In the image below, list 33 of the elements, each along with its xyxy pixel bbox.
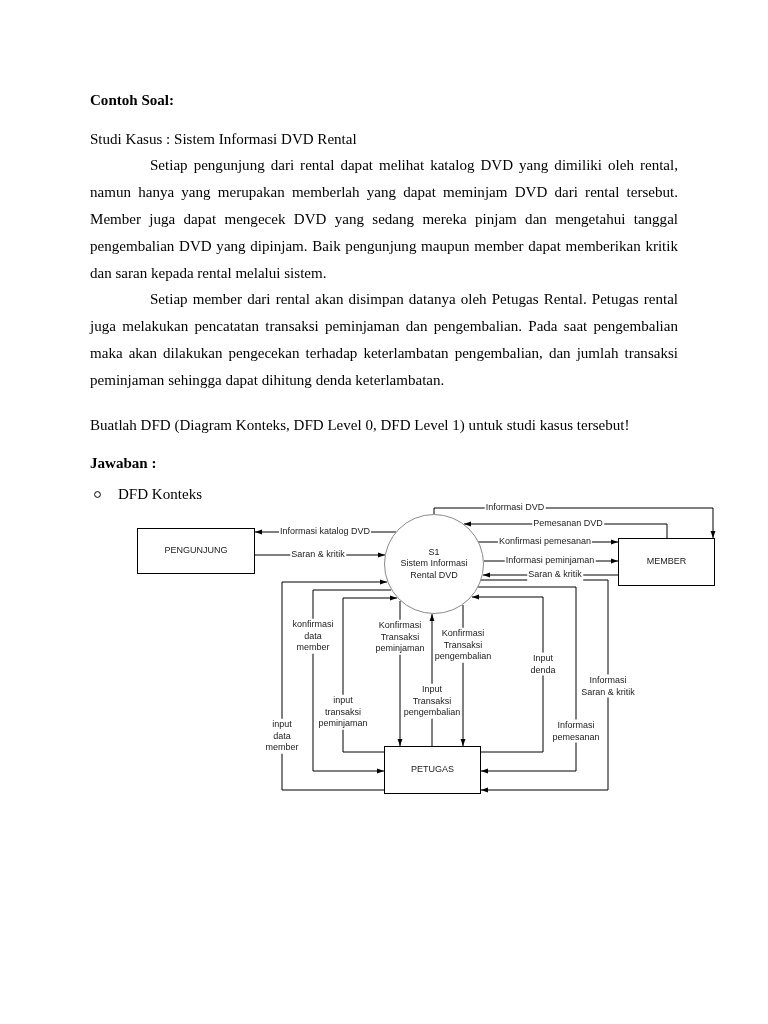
process-circle <box>384 514 484 614</box>
paragraph: Setiap pengunjung dari rental dapat melihat katalog DVD yang dimiliki oleh rental, namun hanya yang merupakan memberlah yang dapat meminjam DVD dari rental tersebut. Member juga dapat mengecek DVD yang sedang mereka pinjam dan mengetahui tanggal pengembalian DVD yang dipinjam. Baik pengunjung maupun member dapat memberikan kritik dan saran kepada rental melalui sistem. <box>90 156 678 283</box>
entity-box <box>137 528 255 574</box>
list-item-text: DFD Konteks <box>118 485 202 503</box>
instruction-text: Buatlah DFD (Diagram Konteks, DFD Level 0, DFD Level 1) untuk studi kasus tersebut! <box>90 416 630 434</box>
edge-label: input data member <box>264 718 300 754</box>
entity-box <box>618 538 715 586</box>
section-heading: Jawaban : <box>90 454 157 472</box>
arrow <box>281 579 388 791</box>
edge-label: Input denda <box>529 652 557 676</box>
edge-label: Informasi pemesanan <box>551 719 601 743</box>
process-number: S1 <box>428 546 440 559</box>
edge-label: Informasi peminjaman <box>504 555 596 567</box>
arrow <box>477 586 577 774</box>
entity-box <box>384 746 481 794</box>
edge-label: Konfirmasi Transaksi peminjaman <box>374 619 426 655</box>
edge-label: Konfirmasi pemesanan <box>497 536 593 548</box>
edge-label: input transaksi peminjaman <box>317 694 369 730</box>
entity-name: PENGUNJUNG <box>164 545 228 557</box>
paragraph: Setiap member dari rental akan disimpan datanya oleh Petugas Rental. Petugas rental juga melakukan pencatatan transaksi peminjaman dan pengembalian. Pada saat pengembalian maka akan dilakukan pengecekan terhadap keterlambatan pengembalian, dan jumlah transaksi peminjaman sehingga dapat dihitung denda keterlambatan. <box>90 290 678 390</box>
edge-label: Konfirmasi Transaksi pengembalian <box>433 627 493 663</box>
process-name: Sistem Informasi Rental DVD <box>399 558 469 582</box>
subheading: Studi Kasus : Sistem Informasi DVD Rental <box>90 129 357 149</box>
heading: Contoh Soal: <box>90 91 175 109</box>
edge-label: Input Transaksi pengembalian <box>402 683 462 719</box>
edge-label: Informasi katalog DVD <box>279 526 371 538</box>
entity-name: PETUGAS <box>411 764 454 776</box>
arrow <box>471 594 544 753</box>
entity-name: MEMBER <box>646 556 687 568</box>
edge-label: Informasi Saran & kritik <box>578 674 638 698</box>
arrow <box>312 589 392 774</box>
edge-label: Saran & kritik <box>527 569 583 581</box>
edge-label: konfirmasi data member <box>291 618 335 654</box>
